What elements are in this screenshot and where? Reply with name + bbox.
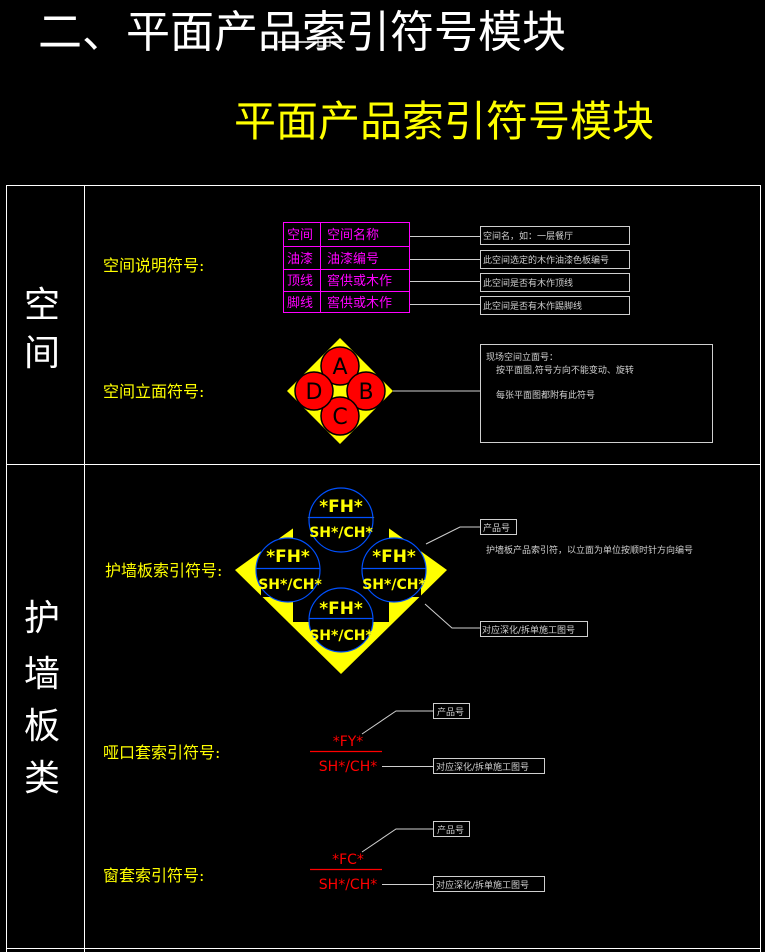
door-code: *FY* xyxy=(333,734,364,750)
door-casing-label: 哑口套索引符号: xyxy=(103,743,220,762)
note-title: 现场空间立面号： xyxy=(486,351,558,363)
section-char: 墙 xyxy=(24,654,60,695)
elevation-letter: D xyxy=(306,380,323,405)
section-char: 间 xyxy=(24,333,60,374)
door-casing-symbol: *FY* SH*/CH* 产品号 对应深化/拆单施工图号 xyxy=(310,703,545,775)
panel-drawing: SH*/CH* xyxy=(362,577,426,593)
space-elevation-label: 空间立面符号: xyxy=(103,382,204,401)
window-product-note: 产品号 xyxy=(437,824,464,836)
table-cell: 脚线 xyxy=(287,295,313,311)
elevation-symbol: A B C D xyxy=(287,338,480,444)
panel-drawing: SH*/CH* xyxy=(309,628,373,644)
note-line: 按平面图,符号方向不能变动、旋转 xyxy=(496,364,634,376)
section-panel-label: 护 墙 板 类 xyxy=(24,598,60,799)
note-line: 每张平面图都附有此符号 xyxy=(496,389,595,401)
table-cell: 窖供或木作 xyxy=(327,295,392,311)
wall-panel-symbol: *FH* SH*/CH* *FH* SH*/CH* *FH* SH*/CH* *… xyxy=(235,487,693,674)
section-char: 护 xyxy=(24,598,60,639)
table-note: 此空间是否有木作踢脚线 xyxy=(483,300,582,312)
table-cell: 油漆编号 xyxy=(327,251,379,267)
table-cell: 窖供或木作 xyxy=(327,273,392,289)
space-description-label: 空间说明符号: xyxy=(103,256,204,275)
door-drawing: SH*/CH* xyxy=(319,759,377,775)
elevation-letter: A xyxy=(332,355,347,380)
window-casing-label: 窗套索引符号: xyxy=(103,866,204,885)
elevation-letter: C xyxy=(332,405,347,430)
table-cell: 油漆 xyxy=(287,251,313,267)
wall-panel-label: 护墙板索引符号: xyxy=(105,561,222,580)
window-casing-symbol: *FC* SH*/CH* 产品号 对应深化/拆单施工图号 xyxy=(310,821,545,893)
space-description-table: 空间 空间名称 油漆 油漆编号 顶线 窖供或木作 脚线 窖供或木作 空间名，如：… xyxy=(283,222,630,315)
door-drawing-note: 对应深化/拆单施工图号 xyxy=(436,761,529,773)
section-char: 类 xyxy=(24,758,60,799)
panel-drawing: SH*/CH* xyxy=(309,525,373,541)
table-note: 此空间选定的木作油漆色板编号 xyxy=(483,254,609,266)
table-cell: 空间 xyxy=(287,228,313,243)
table-frame xyxy=(6,185,761,952)
heading-mark xyxy=(278,37,345,47)
window-drawing-note: 对应深化/拆单施工图号 xyxy=(436,879,529,891)
panel-drawing: SH*/CH* xyxy=(258,577,322,593)
section-space-label: 空 间 xyxy=(24,285,60,374)
product-note: 产品号 xyxy=(483,522,510,534)
panel-code: *FH* xyxy=(372,547,416,567)
table-note: 空间名，如：一层餐厅 xyxy=(483,230,573,242)
panel-code: *FH* xyxy=(266,547,310,567)
window-code: *FC* xyxy=(332,852,364,868)
door-product-note: 产品号 xyxy=(437,706,464,718)
section-char: 板 xyxy=(24,706,60,747)
rule-note: 护墙板产品索引符，以立面为单位按顺时针方向编号 xyxy=(486,544,693,556)
table-cell: 空间名称 xyxy=(327,227,379,243)
drawing-note: 对应深化/拆单施工图号 xyxy=(482,624,575,636)
elevation-note-box: 现场空间立面号： 按平面图,符号方向不能变动、旋转 每张平面图都附有此符号 xyxy=(480,344,713,443)
table-note: 此空间是否有木作顶线 xyxy=(483,277,573,289)
panel-code: *FH* xyxy=(319,599,363,619)
panel-code: *FH* xyxy=(319,497,363,517)
elevation-letter: B xyxy=(358,380,373,405)
section-char: 空 xyxy=(24,285,60,326)
table-cell: 顶线 xyxy=(287,274,313,289)
page-subheading: 平面产品索引符号模块 xyxy=(234,97,654,146)
window-drawing: SH*/CH* xyxy=(319,877,377,893)
page-heading: 二、平面产品索引符号模块 xyxy=(38,7,566,58)
